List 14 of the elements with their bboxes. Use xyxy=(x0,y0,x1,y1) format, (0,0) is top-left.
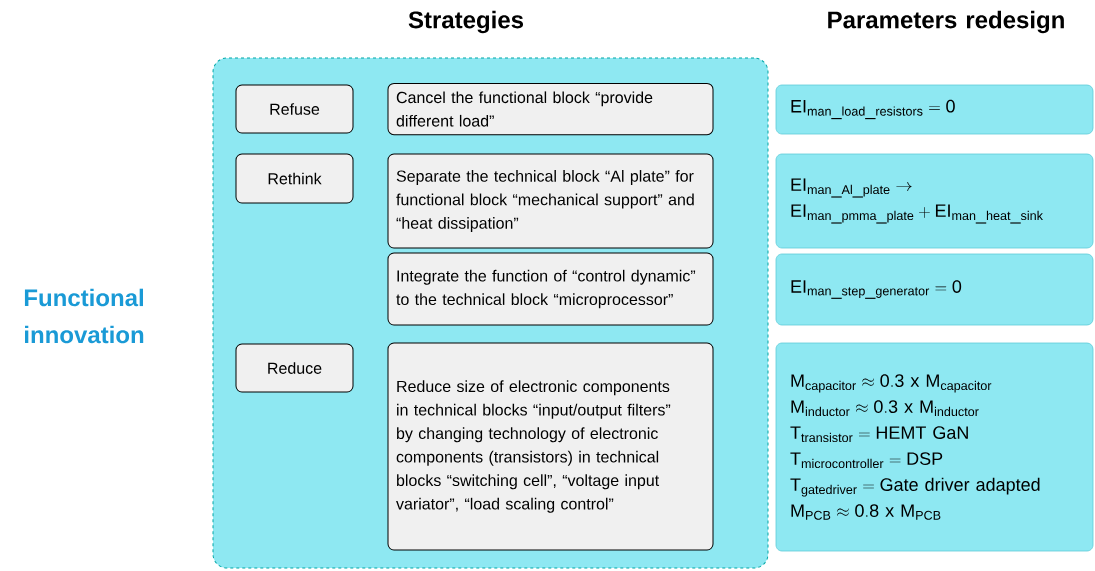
action-box: Reduce size of electronic components in technical blocks “input/output filters” by changing technology of electronic components (transistors) in technical blocks “switching cell”, “voltage input variator”, “load scaling control” xyxy=(387,342,714,551)
action-box: Separate the technical block “Al plate” for functional block “mechanical support” and “heat dissipation” xyxy=(387,153,714,249)
strategy-box: Reduce xyxy=(235,343,354,393)
strategy-box: Refuse xyxy=(235,84,354,134)
category-label: Functional innovation xyxy=(24,288,144,344)
column-heading: Strategies xyxy=(408,10,524,34)
action-box: Integrate the function of “control dynamic” to the technical block “microprocessor” xyxy=(387,252,714,326)
parameter-box: $\mathrm{EI}_{\mathrm{man\_load\_resistors}} = \mathrm{0}$ xyxy=(775,84,1094,135)
action-box: Cancel the functional block “provide different load” xyxy=(387,82,714,136)
parameter-box: $\mathrm{EI}_{\mathrm{man\_Al\_plate}} \rightarrow$ $\mathrm{EI}_{\mathrm{man\_pmma\_plate}} + \mathrm{EI}_{\mathrm{man\_heat\_sink}}$ xyxy=(775,153,1094,249)
column-heading: Parameters redesign xyxy=(828,10,1064,34)
strategy-box: Rethink xyxy=(235,153,354,204)
parameter-box: $\mathrm{EI}_{\mathrm{man\_step\_generator}} = \mathrm{0}$ xyxy=(775,253,1094,326)
parameter-box: $\mathrm{M}_{\mathrm{capacitor}} \approx \mathrm{0.3\ x\ M}_{\mathrm{capacitor}}$ $\mathrm{M}_{\mathrm{inductor}} \approx \mathrm{0.3\ x\ M}_{\mathrm{inductor}}$ $\mathrm{T}_{\mathrm{transistor}} = \mathrm{HEMT\ GaN}$ $\mathrm{T}_{\mathrm{microcontroller}} = \mathrm{DSP}$ $\mathrm{T}_{\mathrm{gatedriver}} = \mathrm{Gate\ driver\ adapted}$ $\mathrm{M}_{\mathrm{PCB}} \approx \mathrm{0.8\ x\ M}_{\mathrm{PCB}}$ xyxy=(775,342,1094,552)
